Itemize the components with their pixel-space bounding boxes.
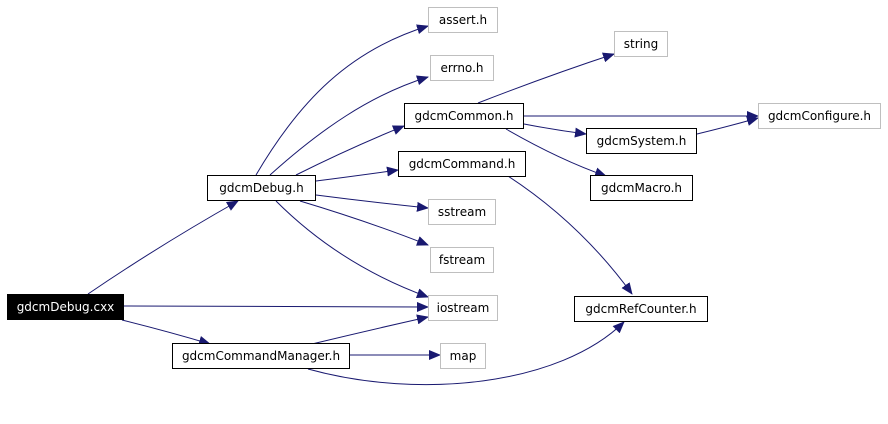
node-gdcmDebug-cxx: gdcmDebug.cxx	[7, 294, 124, 320]
edge-gdcmDebug_h-assert_h	[255, 24, 429, 176]
node-gdcmMacro-h[interactable]: gdcmMacro.h	[590, 175, 693, 201]
node-map: map	[440, 343, 486, 369]
node-fstream: fstream	[430, 247, 494, 273]
edge-gdcmCommon_h-string	[477, 52, 615, 104]
edge-gdcmDebug_cxx-iostream	[123, 301, 429, 312]
node-gdcmConfigure-h: gdcmConfigure.h	[758, 103, 881, 129]
node-gdcmSystem-h[interactable]: gdcmSystem.h	[586, 128, 697, 154]
node-assert-h: assert.h	[428, 7, 498, 33]
edge-gdcmDebug_h-gdcmCommon_h	[295, 125, 405, 176]
edge-gdcmCommon_h-gdcmSystem_h	[523, 123, 587, 138]
node-string: string	[614, 31, 668, 57]
node-gdcmDebug-h[interactable]: gdcmDebug.h	[207, 175, 316, 201]
node-errno-h: errno.h	[430, 55, 494, 81]
edge-gdcmDebug_h-sstream	[315, 194, 429, 212]
node-gdcmRefCounter-h[interactable]: gdcmRefCounter.h	[574, 296, 708, 322]
node-gdcmCommon-h[interactable]: gdcmCommon.h	[404, 103, 524, 129]
node-iostream: iostream	[428, 295, 498, 321]
edge-gdcmDebug_cxx-gdcmCommandManager_h	[121, 319, 211, 346]
node-gdcmCommandManager-h[interactable]: gdcmCommandManager.h	[172, 343, 350, 369]
edge-gdcmCommandManager_h-gdcmRefCounter_h	[307, 321, 625, 386]
edge-gdcmCommand_h-gdcmRefCounter_h	[507, 175, 633, 295]
edge-gdcmCommandManager_h-iostream	[311, 314, 429, 345]
edge-gdcmDebug_h-fstream	[299, 200, 429, 246]
edge-gdcmCommon_h-gdcmMacro_h	[505, 128, 607, 178]
node-gdcmCommand-h[interactable]: gdcmCommand.h	[398, 151, 526, 177]
edge-gdcmDebug_h-iostream	[275, 200, 429, 298]
edge-gdcmSystem_h-gdcmConfigure_h	[696, 116, 759, 135]
edge-gdcmDebug_h-gdcmCommand_h	[315, 166, 399, 182]
node-sstream: sstream	[428, 199, 496, 225]
edge-gdcmDebug_cxx-gdcmDebug_h	[87, 200, 239, 295]
edge-gdcmDebug_h-errno_h	[269, 75, 429, 176]
